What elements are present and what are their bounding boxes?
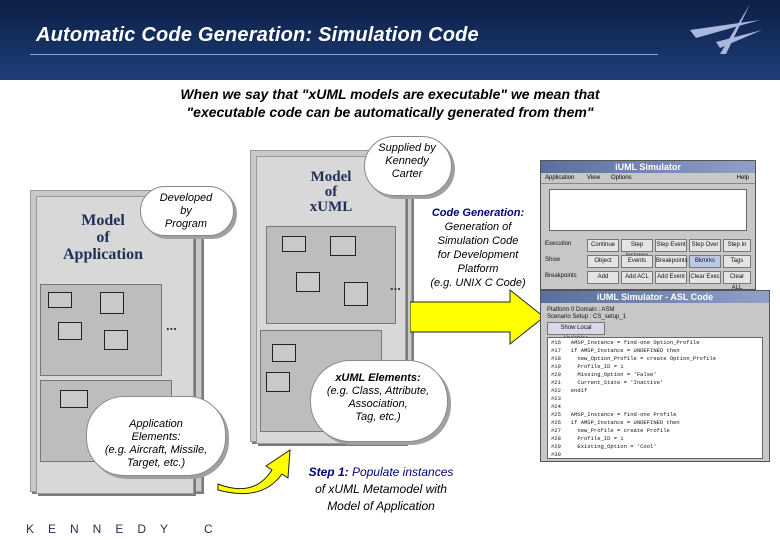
simulator-window: iUML Simulator Application View Options … [540, 160, 756, 291]
code-line: #19 Profile_ID = 1 [551, 363, 624, 370]
object-button[interactable]: Object [587, 255, 619, 268]
simulator-menu-bar: Application View Options Help [541, 173, 755, 184]
show-local-variables-button[interactable]: Show Local Variables [547, 322, 605, 342]
footer-c: C [204, 522, 213, 536]
slide-title: Automatic Code Generation: Simulation Co… [36, 24, 479, 46]
bkmrks-button[interactable]: Bkmrks [689, 255, 721, 268]
developed-by-callout [140, 186, 234, 236]
breakpoints-button[interactable]: Breakpoints [655, 255, 688, 268]
simulator-output-pane [549, 189, 747, 231]
menu-view[interactable]: View [587, 175, 600, 181]
step-event-button[interactable]: Step Event [655, 239, 687, 252]
diagram-box [104, 330, 128, 350]
code-line: #30 [551, 451, 571, 458]
diagram-box [58, 322, 82, 340]
diagram-box [330, 236, 356, 256]
supplied-by-callout [364, 136, 452, 196]
code-line: #20 Missing_Option = 'False' [551, 371, 657, 378]
diagram-box [282, 236, 306, 252]
curved-arrow-icon [217, 449, 291, 495]
supplied-by-label: Supplied by Kennedy Carter [378, 142, 436, 180]
step-instance-button[interactable]: Step Instance [621, 239, 653, 259]
subtitle-line1: When we say that "xUML models are execut… [180, 86, 600, 102]
step-over-button[interactable]: Step Over [689, 239, 721, 252]
code-line: #21 Current_State = 'Inactive' [551, 379, 664, 386]
diagram-box [100, 292, 124, 314]
menu-application[interactable]: Application [545, 175, 575, 181]
xuml-elements-label: xUML Elements: (e.g. Class, Attribute, A… [326, 372, 430, 423]
diagram-box [266, 372, 290, 392]
code-line: #17 if AMSP_Instance = UNDEFINED then [551, 347, 680, 354]
diagram-box [344, 282, 368, 306]
code-line: #18 new_Option_Profile = create Option_P… [551, 355, 717, 362]
developed-by-label: Developed by Program [159, 192, 213, 230]
ellipsis-xuml: ... [390, 278, 401, 293]
events-button[interactable]: Events [621, 255, 653, 268]
asl-header1: Platform 0 Domain : ASM [547, 307, 615, 313]
ellipsis-app: ... [166, 318, 177, 333]
code-generation-label: Code Generation: Generation of Simulatio… [430, 207, 526, 289]
clear-all-button[interactable]: Clear ALL [723, 271, 751, 291]
diagram-box [48, 292, 72, 308]
model-of-xuml-label: Model of xUML [309, 169, 353, 215]
code-line: #29 Existing_Option = 'Cool' [551, 443, 657, 450]
code-line: #22 endif [551, 387, 588, 394]
code-line: #23 [551, 395, 571, 402]
application-elements-label: Application Elements: (e.g. Aircraft, Mi… [104, 418, 208, 469]
continue-button[interactable]: Continue [587, 239, 619, 252]
step1-label: Step 1: Populate instances of xUML Metam… [308, 465, 454, 513]
model-of-application-label: Model of Application [62, 212, 143, 263]
code-line: #16 AMSP_Instance = find-one Option_Prof… [551, 339, 700, 346]
code-line: #25 AMSP_Instance = find-one Profile [551, 411, 677, 418]
diagram-box [272, 344, 296, 362]
code-line: #27 new_Profile = create Profile [551, 427, 670, 434]
footer-kennedy: KENNEDY [26, 522, 183, 536]
menu-options[interactable]: Options [611, 175, 632, 181]
step-in-button[interactable]: Step In [723, 239, 751, 252]
title-rule [30, 54, 658, 55]
asl-header2: Scenario Setup : CS_setup_1 [547, 314, 627, 320]
tags-button[interactable]: Tags [723, 255, 751, 268]
code-line: #28 Profile_ID = 1 [551, 435, 624, 442]
asl-window-title: iUML Simulator - ASL Code [541, 291, 769, 303]
star-logo-icon [690, 4, 762, 54]
add-button[interactable]: Add [587, 271, 619, 284]
show-label: Show [545, 257, 561, 263]
asl-code-pane [547, 337, 763, 459]
arrow-right-icon [410, 288, 545, 346]
application-elements-callout [86, 396, 226, 476]
title-bar [0, 0, 780, 80]
execution-label: Execution [545, 241, 572, 247]
breakpoints-label: Breakpoints [545, 273, 577, 279]
asl-code-window: iUML Simulator - ASL Code Platform 0 Dom… [540, 290, 770, 462]
add-acl-button[interactable]: Add ACL [621, 271, 653, 284]
add-event-button[interactable]: Add Event [655, 271, 687, 284]
code-line: #24 [551, 403, 571, 410]
clear-exec-button[interactable]: Clear Exec [689, 271, 721, 284]
simulator-window-title: iUML Simulator [541, 161, 755, 173]
menu-help[interactable]: Help [736, 175, 749, 181]
diagram-box [296, 272, 320, 292]
subtitle-line2: "executable code can be automatically ge… [186, 104, 594, 120]
code-line: #26 if AMSP_Instance = UNDEFINED then [551, 419, 680, 426]
xuml-elements-callout [310, 360, 448, 442]
diagram-box [60, 390, 88, 408]
